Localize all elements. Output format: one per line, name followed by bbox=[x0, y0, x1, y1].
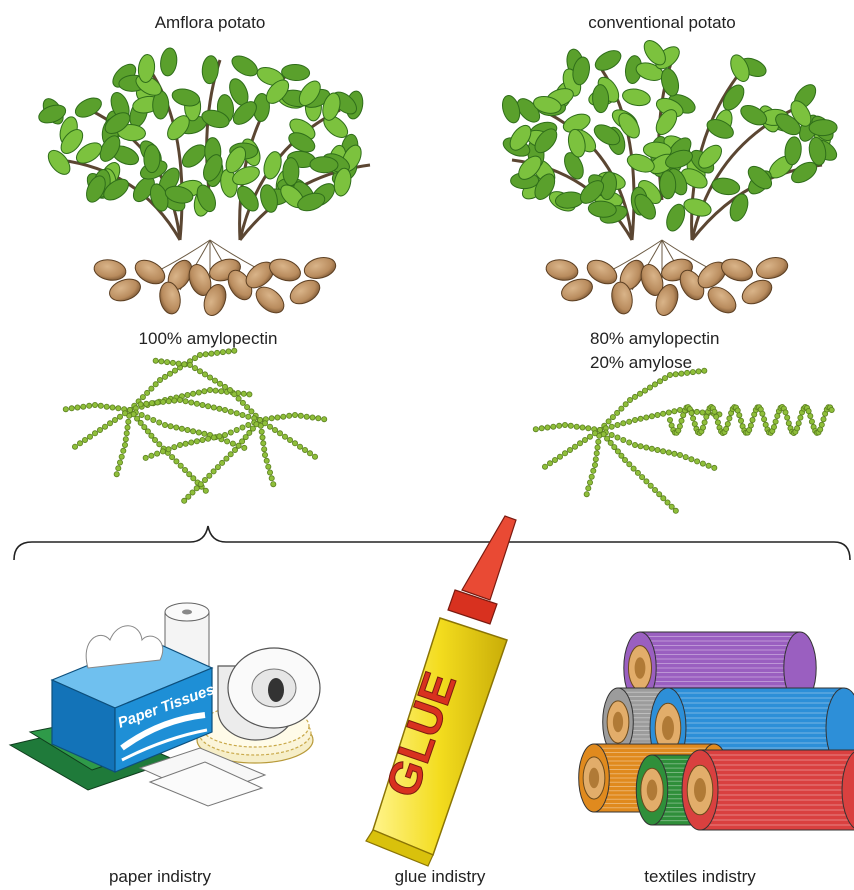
conventional-composition-amylopectin: 80% amylopectin bbox=[590, 328, 719, 349]
amylopectin-amylose-molecule-icon bbox=[533, 368, 834, 513]
industry-brace bbox=[14, 526, 850, 560]
amflora-title: Amflora potato bbox=[155, 12, 266, 33]
amylopectin-molecule-icon bbox=[63, 348, 327, 503]
glue-tube-icon: GLUE bbox=[366, 516, 516, 866]
amflora-plant-icon bbox=[36, 47, 370, 318]
glue-industry-label: glue indistry bbox=[395, 866, 486, 887]
conventional-plant-icon bbox=[500, 37, 841, 319]
conventional-title: conventional potato bbox=[588, 12, 735, 33]
conventional-composition-amylose: 20% amylose bbox=[590, 352, 692, 373]
amflora-composition: 100% amylopectin bbox=[139, 328, 278, 349]
thread-spools-icon bbox=[579, 632, 854, 830]
textiles-industry-label: textiles indistry bbox=[644, 866, 755, 887]
paper-industry-label: paper indistry bbox=[109, 866, 211, 887]
paper-products-icon: Paper Tissues bbox=[10, 603, 320, 806]
